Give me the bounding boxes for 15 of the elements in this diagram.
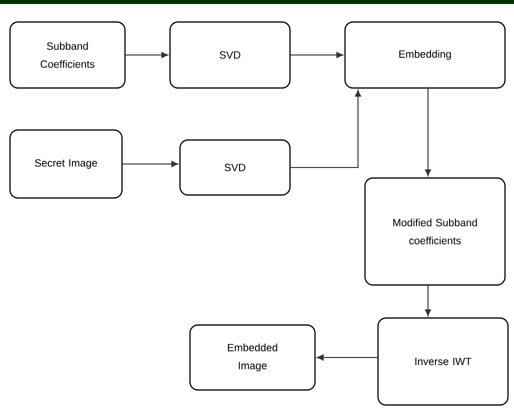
process-box: Secret Image: [9, 129, 123, 199]
process-box: Embedded Image: [189, 324, 316, 391]
arrow: [424, 88, 432, 176]
process-box: SVD: [169, 21, 291, 89]
process-box: Inverse IWT: [377, 317, 509, 406]
arrow: [290, 52, 344, 58]
process-box: Subband Coefficients: [9, 21, 126, 89]
arrow: [290, 90, 362, 168]
arrow: [316, 354, 378, 361]
process-box: Embedding: [344, 21, 506, 89]
process-box: Modified Subband coefficients: [364, 177, 506, 286]
arrow: [122, 160, 178, 168]
arrow: [125, 52, 168, 58]
arrow: [424, 285, 432, 316]
process-box: SVD: [179, 139, 291, 196]
